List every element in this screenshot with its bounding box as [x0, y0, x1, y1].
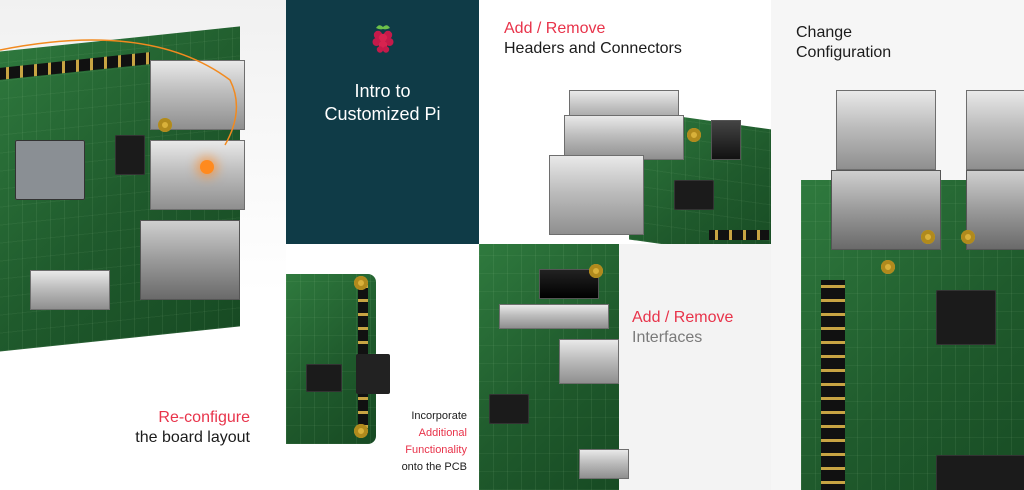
- tile-reconfigure[interactable]: Re-configure the board layout: [0, 0, 286, 490]
- board-photo-functionality: [286, 274, 406, 490]
- headers-highlight: Add / Remove: [504, 20, 606, 37]
- functionality-highlight2: Functionality: [405, 444, 467, 457]
- tile-intro[interactable]: Intro to Customized Pi: [286, 0, 479, 244]
- configuration-line1: Change: [796, 24, 853, 41]
- functionality-line1: Incorporate: [411, 410, 467, 422]
- functionality-caption: Incorporate Additional Functionality ont…: [402, 408, 467, 476]
- tile-functionality[interactable]: Incorporate Additional Functionality ont…: [286, 244, 479, 490]
- interfaces-highlight: Add / Remove: [632, 309, 734, 326]
- intro-line1: Intro to: [354, 81, 411, 101]
- raspberry-logo-icon: [372, 25, 394, 53]
- reconfigure-caption: Re-configure the board layout: [135, 408, 250, 448]
- move-arrow-icon: [0, 39, 238, 146]
- interfaces-rest: Interfaces: [632, 329, 703, 346]
- functionality-highlight1: Additional: [418, 427, 467, 440]
- tile-configuration[interactable]: Change Configuration: [771, 0, 1024, 490]
- configuration-line2: Configuration: [796, 44, 892, 61]
- board-photo-interfaces: [479, 244, 629, 490]
- headers-rest: Headers and Connectors: [504, 40, 682, 57]
- intro-line2: Customized Pi: [324, 104, 441, 125]
- reconfigure-rest: the board layout: [135, 429, 250, 446]
- board-photo-headers: [479, 80, 771, 244]
- tile-interfaces[interactable]: Add / Remove Interfaces: [479, 244, 771, 490]
- board-photo-reconfigure: [0, 0, 286, 354]
- headers-caption: Add / Remove Headers and Connectors: [504, 19, 682, 59]
- functionality-line4: onto the PCB: [401, 461, 467, 474]
- configuration-caption: Change Configuration: [796, 23, 891, 63]
- reconfigure-highlight: Re-configure: [158, 409, 250, 426]
- intro-title: Intro to Customized Pi: [286, 80, 479, 127]
- tile-headers[interactable]: Add / Remove Headers and Connectors: [479, 0, 771, 244]
- board-photo-configuration: [771, 80, 1024, 490]
- interfaces-caption: Add / Remove Interfaces: [632, 308, 733, 348]
